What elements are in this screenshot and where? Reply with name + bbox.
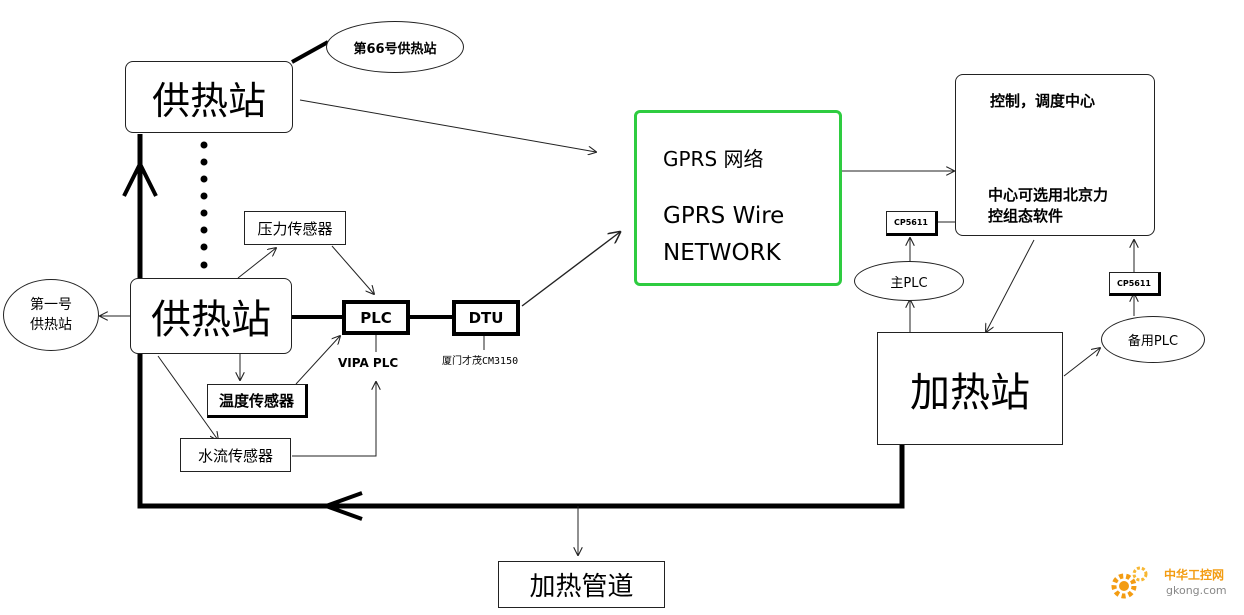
arrow-dtu-gprs: [521, 232, 620, 307]
control-center-title: 控制，调度中心: [990, 92, 1096, 110]
arrow-pressure-plc: [331, 245, 374, 294]
temp-sensor-box: 温度传感器: [207, 384, 308, 418]
heating-pipe-box: 加热管道: [498, 561, 665, 608]
main-plc-label: 主PLC: [890, 275, 928, 291]
arrow-flow-plc: [292, 382, 376, 457]
flow-sensor-box: 水流传感器: [180, 438, 291, 472]
control-center-box: 控制，调度中心 中心可选用北京力 控组态软件: [955, 74, 1155, 236]
backup-plc-ellipse: 备用PLC: [1101, 316, 1205, 363]
station-dots: [200, 141, 208, 269]
station-main-label: 供热站: [151, 297, 271, 343]
pipe-arrow-up: [122, 159, 158, 197]
pressure-sensor-box: 压力传感器: [244, 211, 346, 245]
watermark-url: gkong.com: [1166, 584, 1227, 597]
pressure-sensor-label: 压力传感器: [257, 219, 333, 238]
dtu-label: DTU: [468, 309, 504, 327]
flow-sensor-label: 水流传感器: [197, 446, 273, 465]
arrow-heating-backup: [1063, 348, 1100, 377]
backup-plc-label: 备用PLC: [1127, 334, 1179, 349]
dtu-model-label: 厦门才茂CM3150: [442, 356, 519, 367]
plc-box: PLC: [342, 300, 410, 335]
station-first-label: 第一号 供热站: [30, 297, 72, 333]
arrow-to-flow: [157, 355, 218, 440]
main-plc-ellipse: 主PLC: [854, 261, 964, 301]
watermark-cn: 中华工控网: [1164, 568, 1225, 582]
station-66-label: 第66号供热站: [353, 41, 437, 57]
cp5611-right-label: CP5611: [1117, 278, 1151, 288]
station-first-ellipse: 第一号 供热站: [3, 279, 99, 351]
station-main-box: 供热站: [130, 278, 292, 354]
heating-pipe-label: 加热管道: [529, 572, 634, 602]
arrow-top-to-gprs: [299, 99, 596, 152]
pipe-arrow-left: [320, 491, 363, 521]
cp5611-left-box: CP5611: [886, 211, 938, 236]
gprs-line3: NETWORK: [663, 240, 781, 266]
temp-sensor-label: 温度传感器: [218, 391, 294, 410]
gear-icon: [1111, 566, 1148, 599]
heating-station-box: 加热站: [877, 332, 1063, 445]
gprs-line1: GPRS 网络: [663, 147, 764, 171]
arrow-temp-plc: [295, 336, 340, 385]
station-66-ellipse: 第66号供热站: [326, 21, 464, 73]
station-top-box: 供热站: [125, 61, 293, 133]
cp5611-right-box: CP5611: [1109, 272, 1161, 296]
heating-station-label: 加热站: [910, 369, 1030, 416]
dtu-box: DTU: [452, 300, 520, 336]
plc-label: PLC: [360, 308, 392, 327]
watermark: 中华工控网 gkong.com: [1108, 560, 1238, 610]
arrow-to-pressure: [237, 248, 276, 279]
plc-model-label: VIPA PLC: [338, 356, 399, 370]
arrow-center-heating: [986, 239, 1035, 332]
gprs-network-box: GPRS 网络 GPRS Wire NETWORK: [634, 110, 842, 286]
cp5611-left-label: CP5611: [894, 218, 928, 227]
link-66: [291, 40, 329, 64]
control-center-note: 中心可选用北京力 控组态软件: [988, 186, 1109, 225]
station-top-label: 供热站: [151, 78, 266, 123]
gprs-line2: GPRS Wire: [663, 203, 785, 229]
